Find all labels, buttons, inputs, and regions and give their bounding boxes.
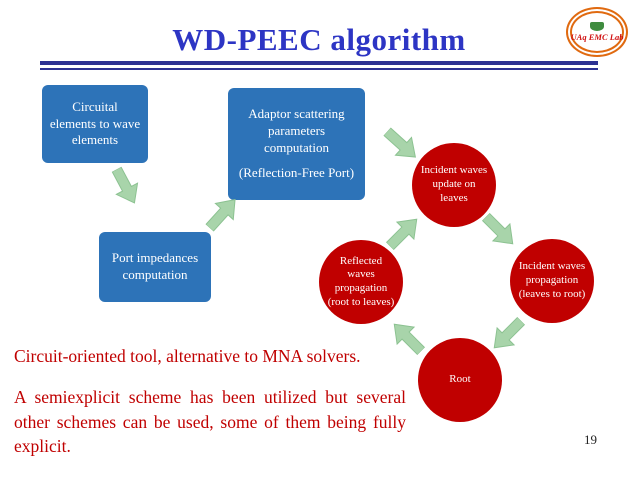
body-paragraph-2: A semiexplicit scheme has been utilized …: [14, 387, 406, 456]
circle-incident-waves-update: Incident waves update on leaves: [412, 143, 496, 227]
box-adaptor-scattering: Adaptor scattering parameters computatio…: [228, 88, 365, 200]
arrow-reflected-to-leaves-icon: [379, 207, 428, 256]
box-adaptor-label-line1: Adaptor scattering parameters computatio…: [248, 106, 345, 155]
box-circuital-label: Circuital elements to wave elements: [49, 98, 141, 148]
circle-incident-waves-propagation: Incident waves propagation (leaves to ro…: [510, 239, 594, 323]
circle-reflected-waves-propagation-label: Reflected waves propagation (root to lea…: [327, 254, 395, 308]
circle-reflected-waves-propagation: Reflected waves propagation (root to lea…: [319, 240, 403, 324]
box-port-impedances: Port impedances computation: [99, 232, 211, 302]
body-paragraph-1: Circuit-oriented tool, alternative to MN…: [14, 346, 361, 366]
box-adaptor-label-line2: (Reflection-Free Port): [238, 164, 355, 180]
page-title: WD-PEEC algorithm: [172, 22, 466, 57]
arrow-circuital-to-port-icon: [103, 162, 148, 211]
circle-root-label: Root: [449, 373, 471, 386]
logo-crest-icon: [590, 22, 604, 31]
circle-root: Root: [418, 338, 502, 422]
arrow-incident-propagation-to-root-icon: [482, 310, 531, 359]
circle-incident-waves-update-label: Incident waves update on leaves: [420, 164, 488, 204]
circle-incident-waves-propagation-label: Incident waves propagation (leaves to ro…: [518, 260, 586, 300]
box-circuital-elements: Circuital elements to wave elements: [42, 85, 148, 163]
arrow-leaves-to-incident-propagation-icon: [475, 206, 524, 255]
page-number: 19: [584, 432, 597, 447]
arrow-port-to-adaptor-icon: [198, 188, 247, 238]
uaq-emc-lab-logo: UAq EMC Lab: [566, 7, 628, 57]
arrow-root-to-reflected-icon: [382, 312, 431, 361]
logo-text: UAq EMC Lab: [570, 32, 624, 42]
box-port-label: Port impedances computation: [111, 250, 199, 282]
arrow-adaptor-to-leaves-icon: [377, 120, 427, 169]
title-underline: [40, 61, 598, 70]
